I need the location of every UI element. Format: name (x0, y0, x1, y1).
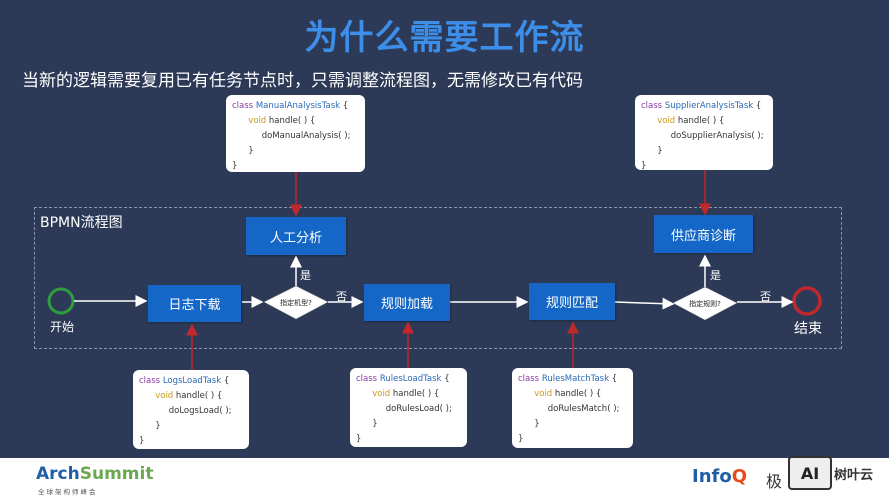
code-brace-outer: } (641, 161, 647, 171)
edge-label-g2-no: 否 (760, 290, 771, 303)
end-event-icon (792, 286, 822, 316)
logo-arch-text: Arch (36, 464, 80, 484)
archsummit-logo: ArchSummit (36, 464, 153, 484)
code-brace-open: { (342, 101, 349, 111)
start-event-icon (47, 287, 75, 315)
code-keyword-class: class (139, 376, 161, 386)
gateway-g2-label: 指定规则? (689, 300, 721, 308)
infoq-logo: InfoQ (692, 466, 747, 487)
jike-logo: 极 (766, 472, 783, 491)
code-keyword-void: void (372, 389, 391, 399)
code-keyword-void: void (155, 391, 174, 401)
codebox-rules-match: class RulesMatchTask { void handle( ) { … (512, 368, 633, 448)
end-event-label: 结束 (794, 321, 822, 337)
code-keyword-class: class (518, 374, 540, 384)
ai-watermark-icon: AI (788, 456, 832, 490)
code-brace-open: { (444, 374, 450, 384)
bpmn-frame (34, 207, 842, 349)
start-event-label: 开始 (50, 320, 75, 334)
codebox-manual: class ManualAnalysisTask { void handle( … (226, 95, 365, 172)
code-call: doLogsLoad( ); (168, 406, 232, 416)
code-brace-open: { (755, 101, 762, 111)
code-brace-inner: } (248, 146, 254, 156)
code-keyword-void: void (657, 116, 676, 126)
tree-leaf-cloud-watermark: 树叶云 (834, 468, 874, 483)
task-rules-match[interactable]: 规则匹配 (529, 283, 615, 320)
logo-summit-text: Summit (79, 464, 154, 484)
logo-infoq-q: Q (731, 466, 748, 487)
gateway-g2-shape (672, 286, 738, 321)
code-class-name: LogsLoadTask (162, 376, 222, 386)
task-logs-download[interactable]: 日志下载 (148, 285, 241, 322)
code-call: doManualAnalysis( ); (261, 131, 351, 141)
code-handle: handle( ) { (392, 389, 440, 399)
codebox-supplier: class SupplierAnalysisTask { void handle… (635, 95, 773, 171)
code-brace-outer: } (232, 161, 238, 171)
flow-connectors (47, 170, 822, 370)
code-keyword-class: class (232, 101, 254, 111)
code-keyword-class: class (356, 374, 378, 384)
task-manual-analysis[interactable]: 人工分析 (246, 217, 346, 255)
code-brace-outer: } (139, 436, 145, 446)
code-keyword-void: void (534, 389, 553, 399)
logo-infoq-text: Info (692, 466, 732, 487)
code-keyword-void: void (248, 116, 267, 126)
code-class-name: RulesLoadTask (379, 374, 442, 384)
code-brace-open: { (223, 376, 230, 386)
code-call: doSupplierAnalysis( ); (670, 131, 764, 141)
code-handle: handle( ) { (175, 391, 223, 401)
task-rules-load[interactable]: 规则加载 (364, 284, 450, 321)
slide-subtitle: 当新的逻辑需要复用已有任务节点时，只需调整流程图，无需修改已有代码 (22, 71, 583, 91)
code-brace-outer: } (356, 434, 362, 444)
code-handle: handle( ) { (268, 116, 316, 126)
gateway-g1-shape (263, 285, 329, 320)
code-brace-open: { (611, 374, 618, 384)
code-keyword-class: class (641, 101, 663, 111)
code-brace-inner: } (534, 419, 540, 429)
code-handle: handle( ) { (677, 116, 725, 126)
code-class-name: SupplierAnalysisTask (664, 101, 754, 111)
archsummit-subtitle: 全球架构师峰会 (38, 488, 98, 496)
code-call: doRulesLoad( ); (385, 404, 452, 414)
edge-label-g1-no: 否 (336, 290, 347, 303)
footer-bar (0, 458, 889, 500)
bpmn-label: BPMN流程图 (40, 215, 123, 231)
code-brace-inner: } (657, 146, 663, 156)
slide-title: 为什么需要工作流 (304, 18, 585, 58)
code-brace-outer: } (518, 434, 524, 444)
code-class-name: ManualAnalysisTask (255, 101, 341, 111)
codebox-logs: class LogsLoadTask { void handle( ) { do… (133, 370, 249, 449)
edge-label-g2-yes: 是 (710, 269, 721, 282)
code-handle: handle( ) { (554, 389, 602, 399)
code-brace-inner: } (155, 421, 161, 431)
task-supplier-diagnosis[interactable]: 供应商诊断 (654, 215, 753, 253)
edge-rulesmatch-g2 (614, 297, 675, 310)
gateway-g1-label: 指定机型? (280, 299, 312, 307)
code-call: doRulesMatch( ); (547, 404, 620, 414)
codebox-rules-load: class RulesLoadTask { void handle( ) { d… (350, 368, 467, 447)
code-brace-inner: } (372, 419, 378, 429)
code-class-name: RulesMatchTask (541, 374, 610, 384)
edge-label-g1-yes: 是 (300, 269, 311, 282)
